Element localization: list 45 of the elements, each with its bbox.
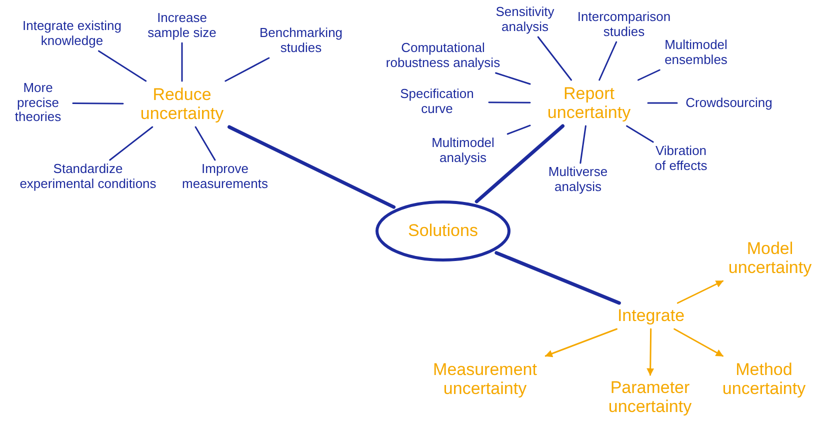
connector-line	[647, 102, 678, 104]
topic-label: Computational robustness analysis	[384, 41, 502, 71]
connector-line	[598, 41, 618, 81]
arrow	[544, 328, 618, 358]
heading-label: Solutions	[408, 221, 478, 241]
connector-line	[488, 102, 531, 104]
arrow	[676, 280, 724, 304]
topic-label: Crowdsourcing	[686, 96, 772, 110]
arrow	[646, 328, 654, 376]
connector-line	[98, 50, 147, 82]
connector-line	[72, 102, 124, 104]
topic-label: Intercomparison studies	[576, 10, 672, 40]
topic-label: Multimodel ensembles	[664, 38, 728, 68]
connector-line	[228, 125, 396, 209]
topic-label: Improve measurements	[181, 162, 269, 192]
topic-label: More precise theories	[14, 81, 62, 125]
heading-label: Integrate	[617, 306, 685, 326]
connector-line	[109, 126, 154, 161]
topic-label: Standardize experimental conditions	[18, 162, 158, 192]
topic-label: Multiverse analysis	[547, 165, 609, 195]
topic-label: Sensitivity analysis	[494, 5, 556, 35]
topic-label: Integrate existing knowledge	[21, 19, 122, 49]
connector-line	[474, 124, 565, 204]
heading-label: Parameter uncertainty	[607, 378, 693, 416]
connector-line	[537, 36, 572, 81]
connector-line	[626, 125, 654, 143]
heading-label: Model uncertainty	[727, 238, 813, 278]
topic-label: Increase sample size	[146, 11, 218, 41]
topic-label: Specification curve	[399, 87, 475, 117]
heading-label: Reduce uncertainty	[139, 84, 225, 124]
heading-label: Measurement uncertainty	[432, 360, 538, 398]
connector-line	[495, 72, 531, 85]
topic-label: Benchmarking studies	[258, 26, 344, 56]
heading-label: Method uncertainty	[721, 360, 807, 398]
topic-label: Vibration of effects	[654, 144, 708, 174]
connector-line	[506, 124, 531, 135]
connector-line	[580, 125, 586, 164]
connector-line	[181, 42, 183, 82]
connector-line	[494, 251, 621, 305]
arrow	[674, 328, 724, 357]
connector-line	[194, 126, 216, 161]
heading-label: Report uncertainty	[546, 84, 632, 122]
connector-line	[224, 57, 270, 82]
connector-line	[637, 69, 660, 81]
topic-label: Multimodel analysis	[430, 136, 496, 166]
